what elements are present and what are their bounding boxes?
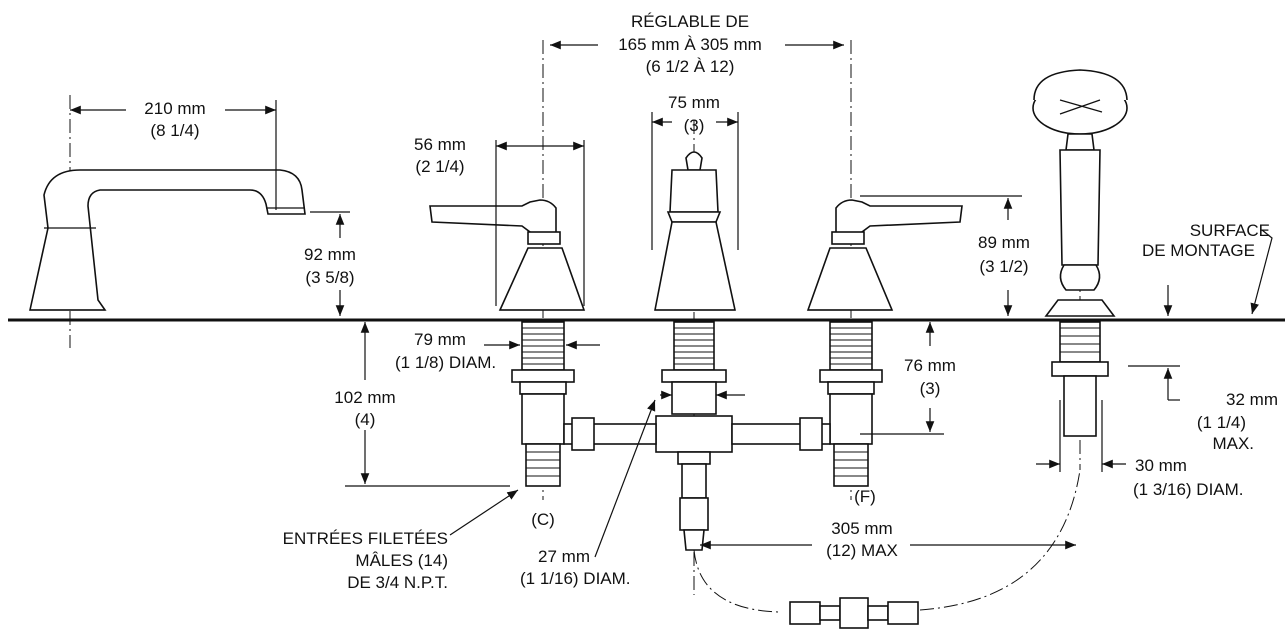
label-handle-width-2: (2 1/4) — [415, 157, 464, 176]
cold-handle-drawing — [429, 199, 586, 311]
label-surface-2: DE MONTAGE — [1142, 241, 1255, 260]
thread-lines — [522, 327, 1100, 477]
hose-right — [919, 469, 1081, 611]
dimension-lines — [70, 40, 1273, 558]
handshower-drawing — [1032, 69, 1128, 317]
label-spout-length-1: 210 mm — [144, 99, 205, 118]
label-hose-1: 305 mm — [831, 519, 892, 538]
label-handle-width-1: 56 mm — [414, 135, 466, 154]
label-inlet-2: MÂLES (14) — [355, 551, 448, 570]
label-cold: (C) — [531, 510, 555, 529]
hose-left — [693, 549, 781, 613]
label-hose-2: (12) MAX — [826, 541, 898, 560]
label-deck-1: 76 mm — [904, 356, 956, 375]
label-hs-diameter-2: (1 3/16) DIAM. — [1133, 480, 1244, 499]
label-handle-height-1: 89 mm — [978, 233, 1030, 252]
spout-drawing — [29, 169, 306, 311]
label-hs-deck-3: MAX. — [1212, 434, 1254, 453]
label-adjust-3: (6 1/2 À 12) — [646, 57, 735, 76]
valve-shanks — [511, 321, 1109, 551]
label-outlet-2: (1 1/16) DIAM. — [520, 569, 631, 588]
hose-coupling — [789, 597, 919, 629]
label-outlet-1: 27 mm — [538, 547, 590, 566]
label-deck-2: (3) — [920, 379, 941, 398]
label-spout-length-2: (8 1/4) — [150, 121, 199, 140]
label-inlet-3: DE 3/4 N.P.T. — [347, 573, 448, 592]
label-adjust-2: 165 mm À 305 mm — [618, 35, 762, 54]
label-inlet-1: ENTRÉES FILETÉES — [283, 529, 448, 548]
label-depth-2: (4) — [355, 410, 376, 429]
label-depth-1: 102 mm — [334, 388, 395, 407]
label-handle-height-2: (3 1/2) — [979, 257, 1028, 276]
label-adjust-1: RÉGLABLE DE — [631, 12, 749, 31]
label-surface-1: SURFACE — [1190, 221, 1270, 240]
label-hs-diameter-1: 30 mm — [1135, 456, 1187, 475]
label-hs-deck-1: 32 mm — [1226, 390, 1278, 409]
label-center-width-1: 75 mm — [668, 93, 720, 112]
label-shank-diameter-1: 79 mm — [414, 330, 466, 349]
label-center-width-2: (3) — [684, 116, 705, 135]
label-spout-height-1: 92 mm — [304, 245, 356, 264]
label-hs-deck-2: (1 1/4) — [1197, 413, 1246, 432]
label-hot: (F) — [854, 487, 876, 506]
center-valve-drawing — [654, 151, 736, 311]
label-spout-height-2: (3 5/8) — [305, 268, 354, 287]
label-shank-diameter-2: (1 1/8) DIAM. — [395, 353, 496, 372]
dimension-labels: RÉGLABLE DE 165 mm À 305 mm (6 1/2 À 12)… — [144, 12, 1278, 592]
hot-handle-drawing — [806, 199, 963, 311]
